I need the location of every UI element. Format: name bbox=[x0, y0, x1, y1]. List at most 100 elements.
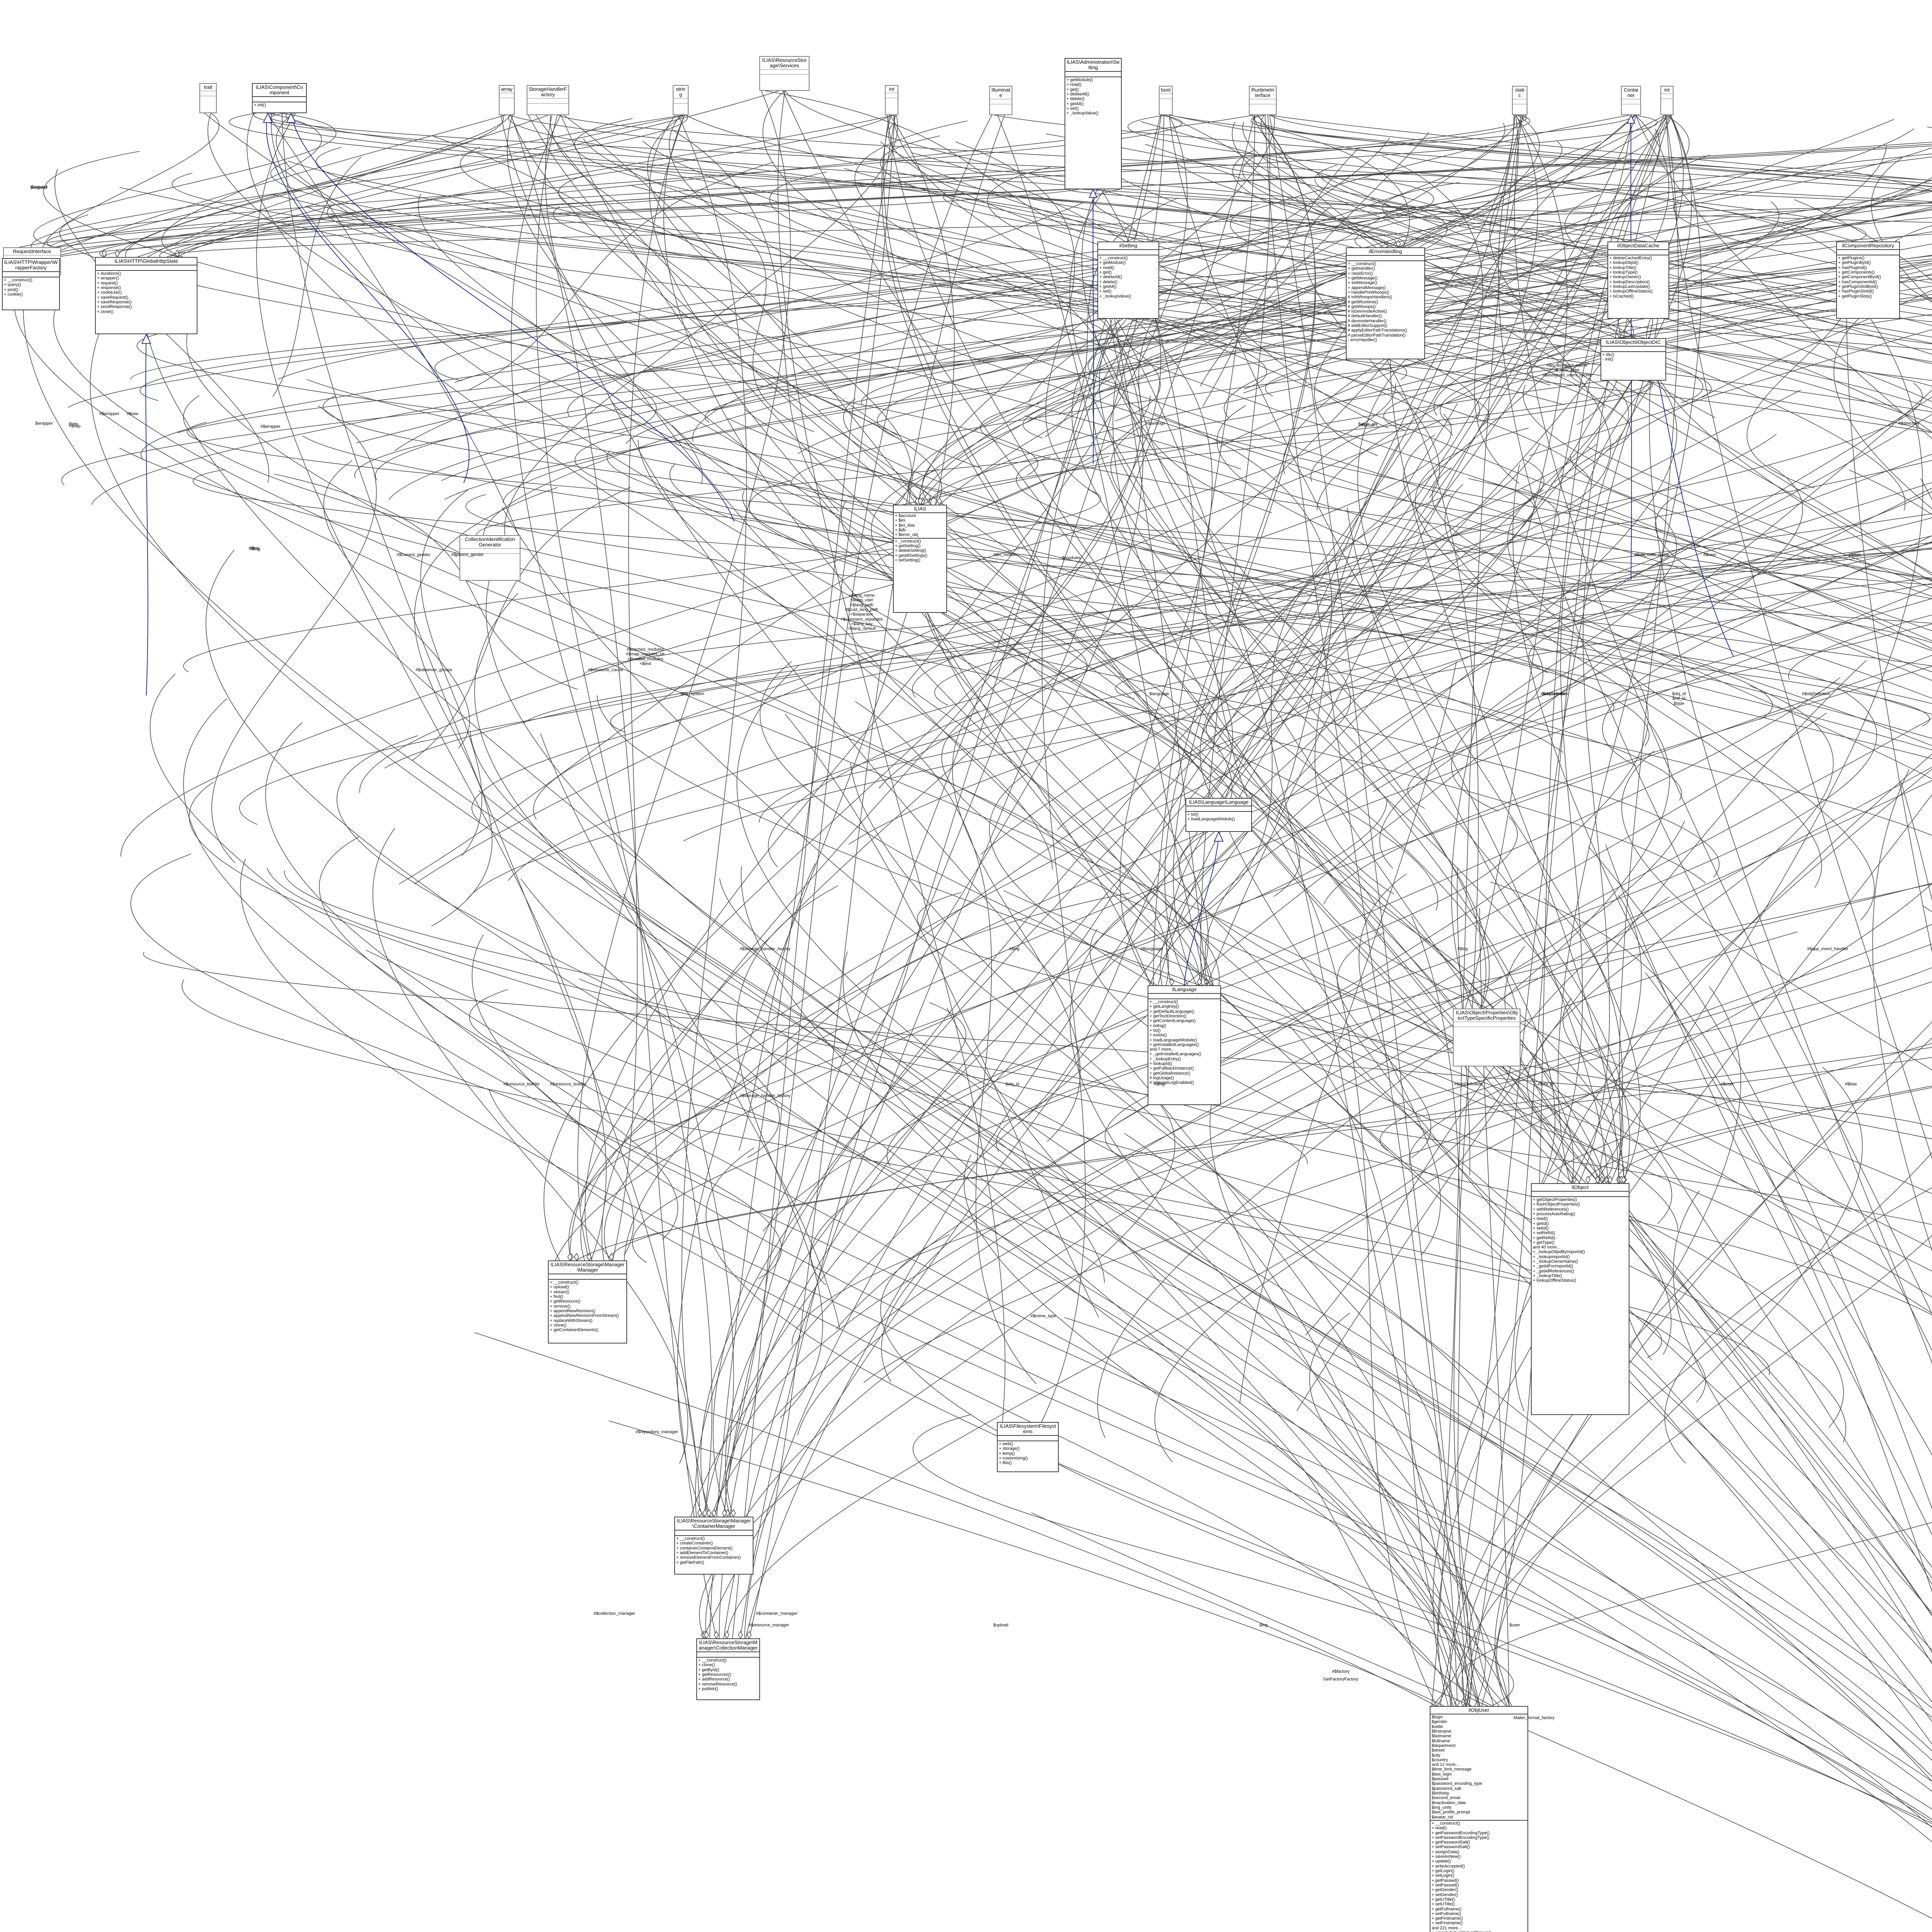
inheritance-edge bbox=[145, 334, 148, 696]
relation-edge bbox=[229, 113, 1396, 248]
class-node-attributes bbox=[549, 1274, 626, 1280]
class-node[interactable]: ilErrorHandling+ __construct() + getHand… bbox=[1346, 247, 1425, 359]
relation-edge bbox=[1409, 923, 1932, 1165]
aggregation-diamond bbox=[724, 1631, 730, 1639]
aggregation-diamond bbox=[114, 249, 120, 258]
relation-edge bbox=[911, 152, 1389, 429]
relation-edge bbox=[1920, 478, 1932, 500]
class-node[interactable]: int bbox=[1660, 86, 1673, 115]
class-node[interactable]: trait bbox=[199, 83, 217, 113]
relation-edge bbox=[1230, 204, 1932, 409]
class-node[interactable]: ILIAS\ResourceStorage\Manager\ContainerM… bbox=[674, 1517, 753, 1575]
class-node[interactable]: ilSetting+ __construct() + getModule() +… bbox=[1097, 242, 1159, 319]
relation-edge bbox=[736, 885, 838, 1418]
class-node-operations bbox=[673, 104, 688, 114]
class-node[interactable]: ilComponentRepository+ getPlugins() + ge… bbox=[1836, 242, 1900, 319]
relation-edge bbox=[609, 1420, 1444, 1706]
relation-edge bbox=[863, 981, 1932, 1383]
class-node[interactable]: array bbox=[499, 85, 515, 115]
relation-edge bbox=[1069, 189, 1556, 1184]
inheritance-arrowhead bbox=[1214, 831, 1224, 842]
class-node-attributes: + $account + $ini + $ini_ilias + $db + $… bbox=[894, 513, 946, 539]
relation-edge bbox=[946, 1007, 1478, 1706]
relation-edge bbox=[706, 1147, 1932, 1827]
class-node[interactable]: ILIAS\Administration\Setting+ getModule(… bbox=[1065, 58, 1122, 189]
class-node-title: ilErrorHandling bbox=[1347, 248, 1424, 256]
relation-edge bbox=[1275, 444, 1399, 822]
relation-edge bbox=[474, 1332, 1436, 1706]
relation-edge bbox=[1154, 413, 1394, 895]
relation-edge bbox=[1846, 318, 1932, 953]
class-node[interactable]: ILIAS\Object\Properties\ObjectTypeSpecif… bbox=[1453, 1009, 1520, 1066]
class-node-operations: + init() bbox=[254, 103, 266, 108]
class-node-attributes bbox=[1837, 250, 1899, 256]
relation-edge bbox=[54, 115, 684, 248]
relation-edge bbox=[704, 318, 1628, 1517]
relation-edge bbox=[414, 420, 1440, 885]
class-node[interactable]: ILIAS\Component\Component+ init() bbox=[252, 83, 307, 113]
class-node-title: ILIAS\Object\Properties\ObjectTypeSpecif… bbox=[1454, 1009, 1520, 1022]
class-node-operations bbox=[1661, 99, 1673, 114]
relation-edge bbox=[1605, 844, 1932, 1536]
relation-edge bbox=[284, 870, 1308, 1164]
class-node[interactable]: int bbox=[885, 85, 898, 115]
relation-edge bbox=[601, 318, 1162, 1261]
class-node[interactable]: bool bbox=[1159, 86, 1173, 115]
class-node[interactable]: Container bbox=[1621, 86, 1641, 115]
class-node[interactable]: ILIAS\HTTP\Wrapper\WrapperFactory+ __con… bbox=[2, 258, 60, 310]
relation-edge bbox=[1110, 318, 1932, 1653]
class-node[interactable]: static bbox=[1512, 86, 1527, 115]
class-node[interactable]: ilObject+ getObjectProperties() + flushO… bbox=[1531, 1183, 1629, 1415]
relation-edge bbox=[1315, 165, 1932, 298]
class-node-attributes bbox=[460, 549, 520, 554]
relation-edge bbox=[563, 115, 922, 505]
class-node[interactable]: ILIAS\HTTP\GlobalHttpState+ durations() … bbox=[95, 257, 197, 334]
class-node[interactable]: ILIAS\ResourceStorage\Services bbox=[759, 56, 810, 91]
relation-edge bbox=[797, 820, 1685, 1435]
relation-edge bbox=[1219, 403, 1458, 813]
relation-edge bbox=[265, 722, 1451, 1706]
class-node[interactable]: CollectionIdentification Generator bbox=[459, 535, 520, 581]
relation-edge bbox=[759, 517, 1932, 823]
class-node[interactable]: ILIAS\Object\ilObjectDIC+ dic() - init() bbox=[1600, 338, 1666, 381]
class-node[interactable]: ilLanguage+ __construct() + getLangKey()… bbox=[1148, 985, 1221, 1105]
class-node-operations bbox=[500, 98, 514, 114]
relation-edge bbox=[930, 314, 1932, 505]
class-node-attributes bbox=[1186, 806, 1251, 812]
relation-edge bbox=[540, 733, 840, 1329]
relation-edge bbox=[119, 447, 1706, 884]
relation-edge bbox=[159, 115, 1527, 257]
class-node[interactable]: Illuminate bbox=[989, 86, 1012, 115]
class-node-operations bbox=[1622, 104, 1640, 114]
class-node[interactable]: ILIAS\Filesystem\Filesystems+ web() + st… bbox=[997, 1422, 1059, 1472]
relation-edge bbox=[705, 260, 1932, 423]
relation-edge bbox=[1673, 200, 1932, 284]
relation-edge bbox=[917, 892, 1932, 1139]
class-node[interactable]: ILIAS+ $account + $ini + $ini_ilias + $d… bbox=[893, 505, 947, 613]
class-node[interactable]: ilObjUser$login $gender $utitle $firstna… bbox=[1430, 1706, 1528, 1932]
class-node[interactable]: ilObjectDataCache+ deleteCachedEntry() +… bbox=[1607, 242, 1669, 319]
class-node-operations: + deleteCachedEntry() + lookupObjId() + … bbox=[1609, 256, 1653, 299]
relation-edge bbox=[170, 115, 891, 257]
class-node[interactable]: string bbox=[673, 85, 689, 115]
relation-edge bbox=[488, 1089, 1456, 1706]
class-node[interactable]: RuntimeInterface bbox=[1249, 86, 1277, 115]
relation-edge bbox=[272, 156, 362, 397]
relation-edge bbox=[611, 1057, 1932, 1261]
class-node-attributes bbox=[500, 93, 514, 99]
relation-edge bbox=[533, 413, 1452, 820]
relation-edge bbox=[1451, 475, 1677, 812]
class-node[interactable]: ILIAS\ResourceStorage\Manager\Manager+ _… bbox=[548, 1260, 627, 1344]
relation-edge bbox=[964, 1155, 1469, 1706]
class-node[interactable]: ILIAS\ResourceStorage\Manager\Collection… bbox=[696, 1638, 760, 1700]
relation-edge bbox=[1242, 154, 1932, 338]
relation-edge bbox=[1614, 380, 1932, 576]
class-node[interactable]: ILIAS\Language\Language+ txt() + loadLan… bbox=[1185, 798, 1252, 832]
relation-edge bbox=[1469, 906, 1932, 1706]
class-node-operations bbox=[460, 554, 520, 580]
relation-edge bbox=[881, 663, 1649, 1382]
relation-edge bbox=[714, 115, 992, 1517]
class-node-title: Illuminate bbox=[990, 87, 1012, 100]
relation-edge bbox=[1224, 177, 1932, 419]
class-node[interactable]: StorageHandlerFactory bbox=[527, 85, 569, 115]
